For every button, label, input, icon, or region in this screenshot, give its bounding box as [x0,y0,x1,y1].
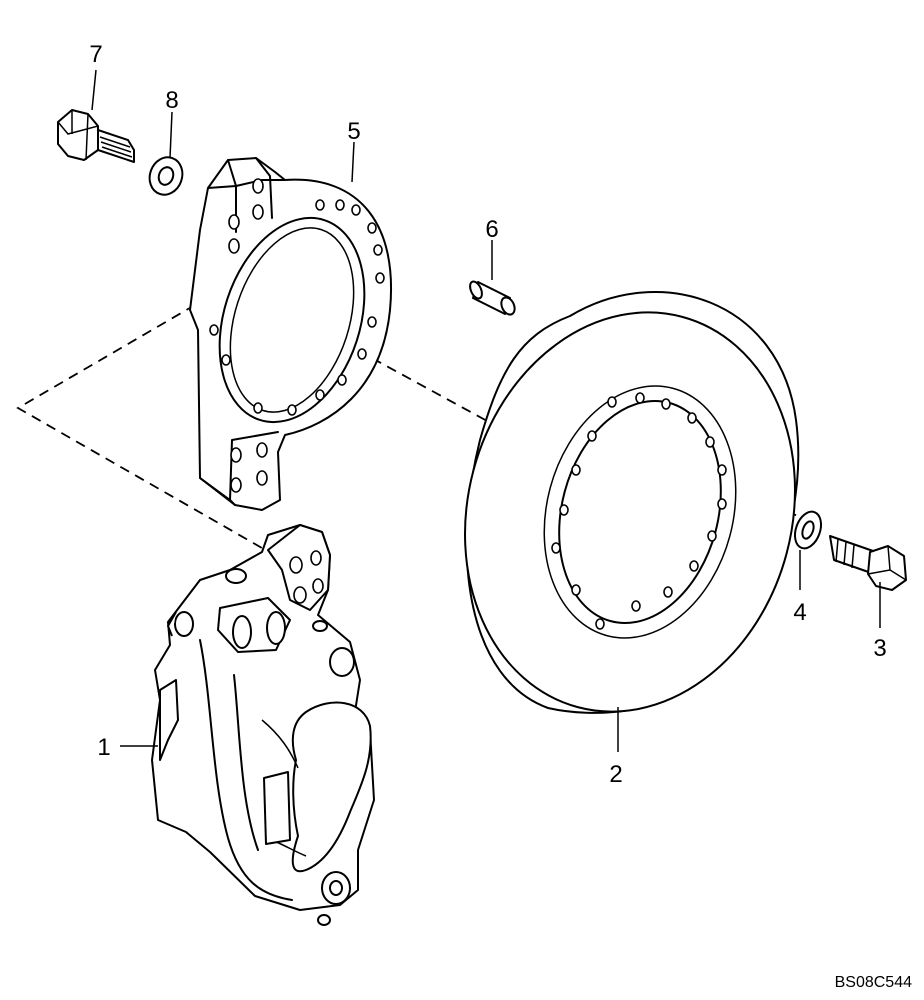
bolt-part-3 [829,535,907,591]
bracket-part-5 [189,157,392,511]
washer-part-4 [793,510,823,550]
leader-lines [91,69,881,752]
callout-label-2: 2 [609,761,622,788]
callout-label-1: 1 [97,734,110,761]
callout-label-3: 3 [873,635,886,662]
pin-part-6 [469,280,516,316]
bolt-part-7 [57,109,135,163]
callout-labels: 1 2 3 4 5 6 7 8 [89,41,886,788]
caliper-part-1 [151,524,375,926]
brake-disc-part-2 [464,291,800,714]
callout-label-8: 8 [165,87,178,114]
disc-bolt-holes [551,392,727,630]
drawing-code: BS08C544 [834,974,912,991]
washer-part-8 [148,156,184,196]
bracket-bolt-holes [209,178,385,493]
callout-label-5: 5 [347,118,360,145]
callout-label-6: 6 [485,216,498,243]
callout-label-4: 4 [793,599,806,626]
callout-label-7: 7 [89,41,102,68]
